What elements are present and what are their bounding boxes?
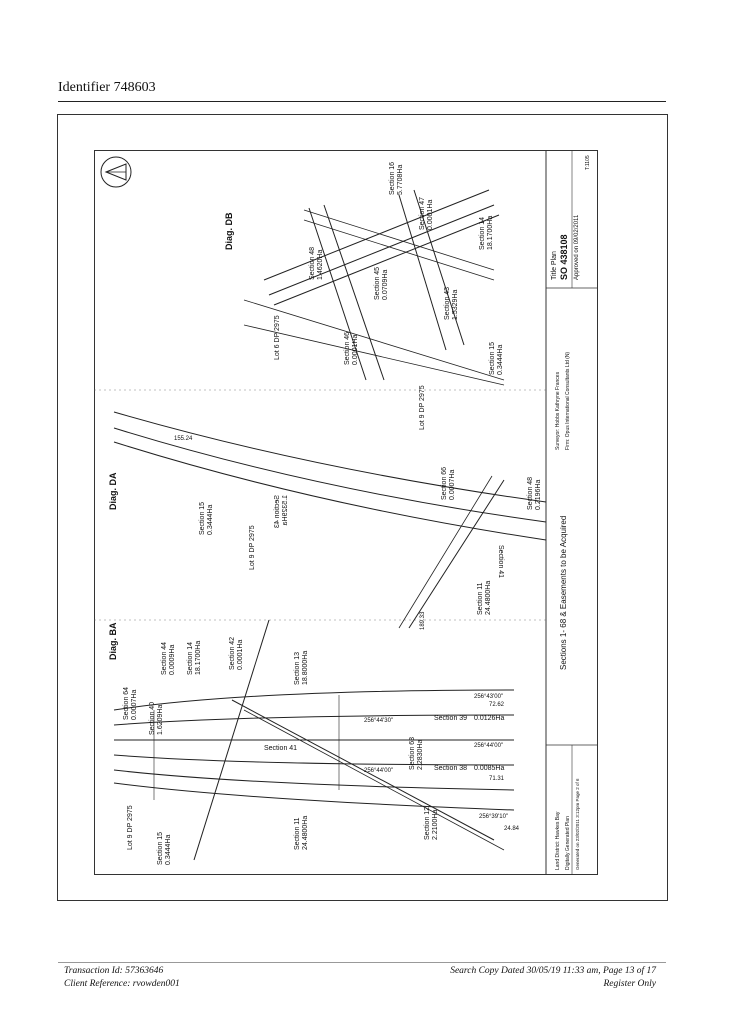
section-15-ba-label: Section 15 [157,832,164,865]
section-45-area: 0.0709Ha [382,270,389,300]
plan-title: Sections 1- 68 & Easements to be Acquire… [559,516,568,670]
section-41-da-label: Section 41 [497,545,504,578]
section-14-ba-area: 18.1700Ha [195,641,202,675]
register-only: Register Only [603,979,656,989]
section-48-da-label: Section 48 [527,477,534,510]
section-38-area: 0.0085Ha [474,765,504,772]
section-42-area: 0.0001Ha [237,640,244,670]
section-47-label: Section 47 [419,197,426,230]
section-16-area: 5.7708Ha [397,165,404,195]
surveyor: Surveyor: Hobbs Kathryne Frances [555,371,561,450]
distance-label: 189.33 [420,611,426,630]
north-arrow-icon [100,156,132,188]
section-43-label: Section 43 [444,287,451,320]
section-43-da-area: 1.5329Ha [282,495,289,525]
transaction-id: Transaction Id: 57363646 [64,966,164,976]
footer-divider [58,962,666,963]
section-46-label: Section 46 [344,332,351,365]
approved-date: Approved on 09/02/2011 [574,214,580,280]
plan-type: Title Plan [551,251,558,280]
section-47-area: 0.0001Ha [427,200,434,230]
bearing-label: 256°44'30" [364,718,393,724]
section-64-label: Section 64 [123,687,130,720]
section-63-label: Section 63 [409,737,416,770]
page-identifier: Identifier 748603 [58,80,156,95]
search-copy-info: Search Copy Dated 30/05/19 11:33 am, Pag… [450,966,656,976]
diagram-db [243,189,505,386]
diagram-ba [113,619,515,861]
section-44-label: Section 44 [161,642,168,675]
section-40-label: Section 40 [149,702,156,735]
header-divider [58,101,666,102]
section-13-area: 18.8000Ha [302,651,309,685]
section-41-ba-label: Section 41 [264,745,297,752]
section-66-area: 0.0007Ha [449,470,456,500]
section-16-label: Section 16 [389,162,396,195]
section-48-label: Section 48 [309,247,316,280]
lot-9-da-label: Lot 9 DP 2975 [249,525,256,570]
distance-label: 71.31 [489,776,505,782]
section-48-da-area: 0.2196Ha [535,480,542,510]
title-plan: Diag. DB Section 16 5.7708Ha Section 47 … [94,150,598,875]
section-66-label: Section 66 [441,467,448,500]
diag-db-label: Diag. DB [224,212,234,250]
plan-border [94,150,598,875]
section-64-area: 0.0007Ha [131,690,138,720]
bearing-label: 256°44'00" [474,743,503,749]
bearing-label: 256°44'00" [364,768,393,774]
section-44-area: 0.0009Ha [169,645,176,675]
digitally-generated: Digitally Generated Plan [565,816,571,870]
section-11-da-label: Section 11 [477,582,484,615]
section-14-area: 18.1700Ha [487,216,494,250]
section-43-area: 1.5329Ha [452,290,459,320]
section-15-da-label: Section 15 [199,502,206,535]
section-14-ba-label: Section 14 [187,642,194,675]
section-46-area: 0.0001Ha [352,335,359,365]
land-district: Land District: Hawkes Bay [555,811,561,870]
lot-9-db-label: Lot 9 DP 2975 [419,385,426,430]
section-15-ba-area: 0.3444Ha [165,835,172,865]
section-48-area: 1.4620Ha [317,250,324,280]
sheet-number: T:1105 [585,155,591,170]
firm: Firm: Opus International Consultants Ltd… [565,352,571,450]
section-11-da-area: 24.4800Ha [485,581,492,615]
distance-label: 72.62 [489,702,505,708]
plan-number: SO 438108 [559,234,569,280]
section-15-db-area: 0.3444Ha [497,345,504,375]
section-15-db-label: Section 15 [489,342,496,375]
diag-ba-label: Diag. BA [108,622,118,660]
section-39-area: 0.0126Ha [474,715,504,722]
section-39-label: Section 39 [434,715,467,722]
section-40-area: 1.6209Ha [157,705,164,735]
section-43-da-label: Section 43 [274,495,281,528]
bearing-label: 256°43'00" [474,694,503,700]
plan-drawing: Diag. DB Section 16 5.7708Ha Section 47 … [94,150,598,875]
section-42-label: Section 42 [229,637,236,670]
lot-9-ba-label: Lot 9 DP 2975 [127,805,134,850]
section-45-label: Section 45 [374,267,381,300]
section-12-area: 2.2100Ha [432,810,439,840]
section-11-ba-area: 24.4800Ha [302,816,309,850]
section-13-label: Section 13 [294,652,301,685]
bearing-label: 256°39'10" [479,814,508,820]
lot-6-label: Lot 6 DP 2975 [274,315,281,360]
generated-on: Generated on 23/02/2011 3:12pm Page 2 of… [575,778,580,870]
section-11-ba-label: Section 11 [294,817,301,850]
section-12-label: Section 12 [424,807,431,840]
client-reference: Client Reference: rvowden001 [64,979,180,989]
distance-label: 24.84 [504,826,520,832]
section-63-area: 2.2830Ha [417,740,424,770]
diag-da-label: Diag. DA [108,472,118,510]
section-15-da-area: 0.3444Ha [207,505,214,535]
distance-label: 155.24 [174,436,193,442]
section-38-label: Section 38 [434,765,467,772]
diagram-da [113,411,547,629]
plan-frame [57,114,668,901]
section-14-label: Section 14 [479,217,486,250]
